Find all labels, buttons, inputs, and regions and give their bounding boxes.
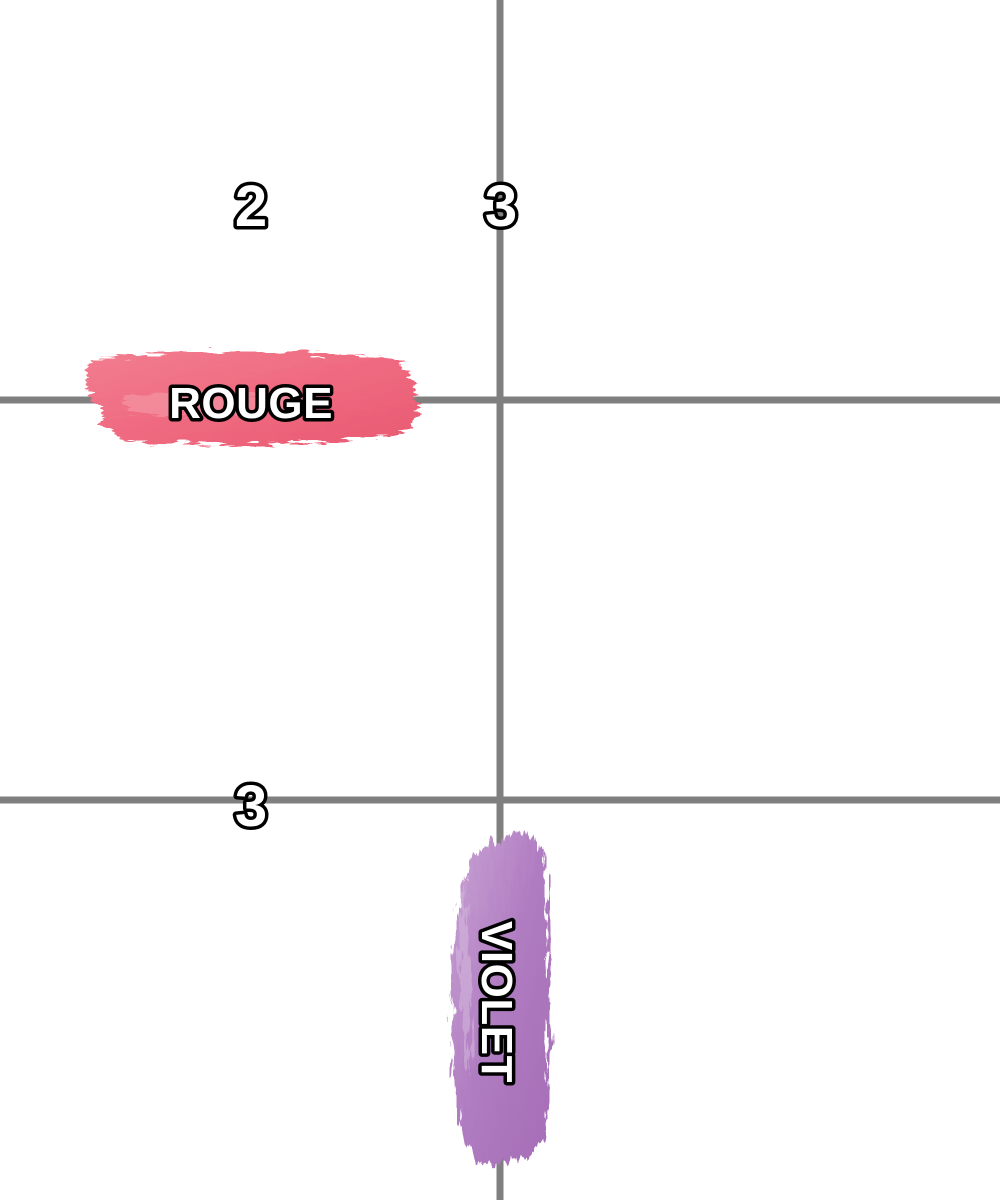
violet-label: VIOLET xyxy=(472,921,521,1083)
rouge-swatch: ROUGE xyxy=(85,352,419,445)
number-top-left: 2 xyxy=(235,174,267,239)
number-top-center: 3 xyxy=(485,174,517,239)
violet-swatch: VIOLET xyxy=(451,831,549,1163)
rouge-brush-highlight xyxy=(120,392,330,416)
violet-brush-highlight xyxy=(459,880,471,1080)
violet-brush-stroke xyxy=(451,831,549,1163)
rouge-label: ROUGE xyxy=(169,379,333,428)
number-bottom-left: 3 xyxy=(235,774,267,839)
